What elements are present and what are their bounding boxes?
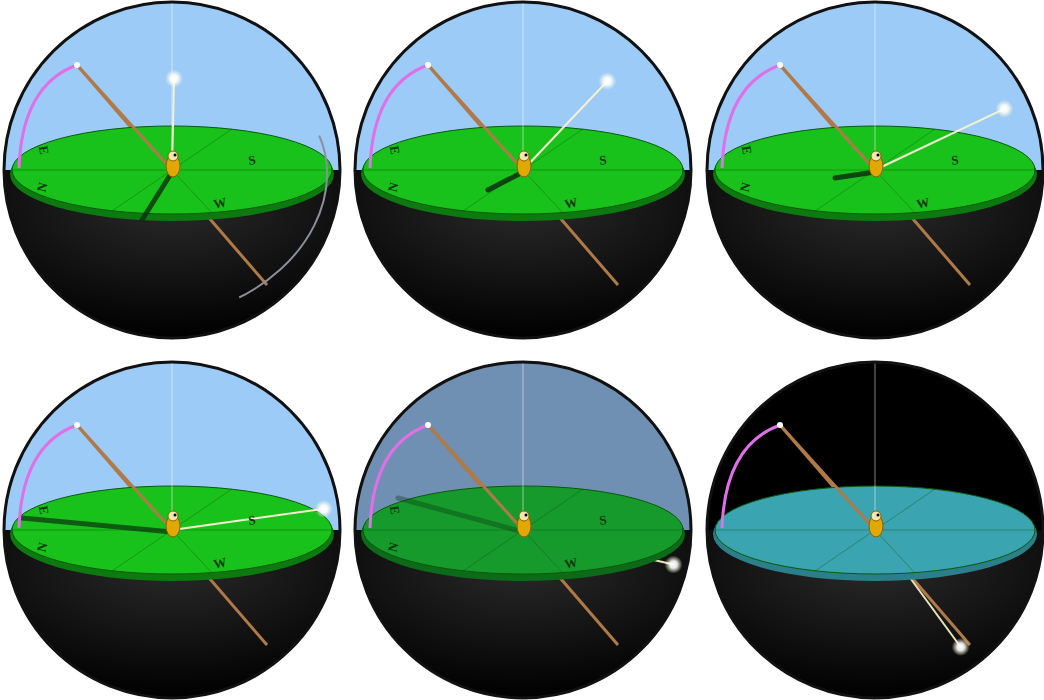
- observer-eye: [174, 154, 177, 157]
- sun: [995, 100, 1013, 118]
- compass-letter: W: [563, 555, 578, 570]
- observer-head: [168, 151, 178, 161]
- observer: [166, 151, 180, 177]
- observer: [869, 151, 883, 177]
- polar-axis-upper: [77, 65, 172, 170]
- shadow: [142, 172, 172, 220]
- latitude-arc: [722, 425, 780, 528]
- observer: [166, 511, 180, 537]
- sphere-outline: [4, 362, 340, 698]
- observer-head: [871, 511, 881, 521]
- sun-ray: [523, 81, 607, 170]
- sphere: [4, 362, 367, 700]
- compass-letter: W: [563, 195, 578, 210]
- polar-axis-upper: [428, 65, 523, 170]
- observer-head: [168, 511, 178, 521]
- sphere-outline: [355, 2, 691, 338]
- pole-dot: [777, 62, 783, 68]
- sun: [952, 638, 970, 656]
- shadow: [835, 172, 875, 178]
- zenith-line: [172, 362, 173, 525]
- compass-letter: W: [212, 195, 227, 210]
- observer: [517, 511, 531, 537]
- shadow: [22, 518, 172, 532]
- sphere: [707, 2, 1044, 361]
- sphere: [355, 2, 718, 361]
- latitude-arc: [370, 425, 428, 528]
- sphere: [355, 362, 718, 700]
- polar-axis-upper: [780, 425, 875, 530]
- latitude-arc: [19, 65, 77, 168]
- observer: [517, 151, 531, 177]
- zenith-line: [523, 2, 524, 165]
- sphere: [4, 2, 367, 361]
- sphere-outline: [707, 362, 1043, 698]
- polar-axis-upper: [780, 65, 875, 170]
- observer: [869, 511, 883, 537]
- sun-path-above: [191, 53, 367, 347]
- sun: [165, 69, 183, 87]
- compass-letter: W: [915, 195, 930, 210]
- pole-dot: [777, 422, 783, 428]
- sun-path-below: [262, 205, 367, 360]
- shadow: [488, 172, 523, 190]
- pole-dot: [425, 422, 431, 428]
- pole-dot: [74, 62, 80, 68]
- sun: [665, 556, 683, 574]
- observer-eye: [174, 514, 177, 517]
- latitude-arc: [19, 425, 77, 528]
- pole-dot: [74, 422, 80, 428]
- observer-eye: [877, 154, 880, 157]
- sun-ray: [875, 109, 1004, 170]
- sun-ray: [172, 509, 324, 530]
- latitude-arc: [370, 65, 428, 168]
- zenith-line: [875, 2, 876, 165]
- sphere: [707, 362, 1044, 700]
- latitude-arc: [722, 65, 780, 168]
- shadow: [398, 498, 523, 532]
- observer-head: [519, 151, 529, 161]
- sphere-outline: [707, 2, 1043, 338]
- pole-dot: [425, 62, 431, 68]
- polar-axis-upper: [77, 425, 172, 530]
- zenith-line: [875, 362, 876, 525]
- zenith-line: [523, 362, 524, 525]
- observer-eye: [525, 514, 528, 517]
- sphere-outline: [355, 362, 691, 698]
- sun: [598, 72, 616, 90]
- sun: [315, 500, 333, 518]
- observer-head: [871, 151, 881, 161]
- observer-head: [519, 511, 529, 521]
- sphere-outline: [4, 2, 340, 338]
- compass-letter: W: [212, 555, 227, 570]
- observer-eye: [525, 154, 528, 157]
- observer-eye: [877, 514, 880, 517]
- polar-axis-upper: [428, 425, 523, 530]
